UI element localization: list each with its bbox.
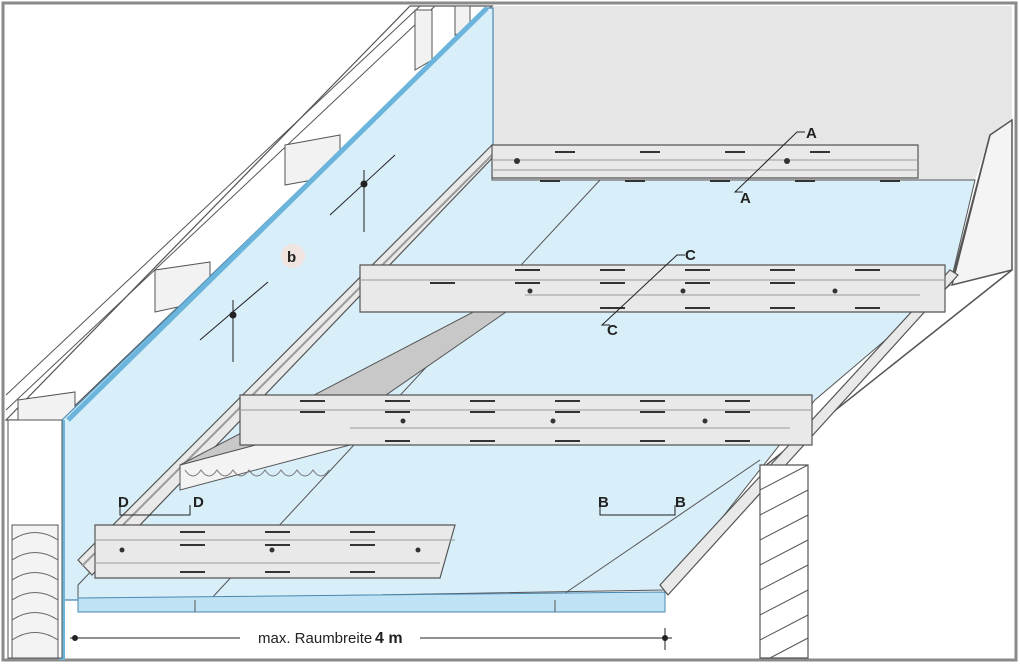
label-c-bottom: C	[607, 322, 618, 339]
wall-insulation	[11, 524, 59, 659]
label-a-bottom: A	[740, 190, 751, 207]
label-d-right: D	[193, 494, 204, 511]
label-wall-b: b	[287, 249, 296, 266]
board-edge	[77, 591, 666, 613]
right-wall-section	[759, 464, 809, 659]
profile-lower	[239, 394, 813, 446]
leader-lines	[119, 131, 805, 516]
dimension-value: 4 m	[375, 630, 403, 647]
upper-ceiling-surface	[492, 6, 1012, 180]
profile-c	[359, 264, 946, 313]
label-b-bubble	[281, 244, 305, 268]
profile-d	[94, 524, 456, 579]
label-a-top: A	[806, 125, 817, 142]
label-b-right: B	[675, 494, 686, 511]
label-c-top: C	[685, 247, 696, 264]
dimension-text: max. Raumbreite	[258, 630, 372, 647]
fastener-point-1	[360, 180, 368, 188]
label-b-left: B	[598, 494, 609, 511]
label-d-left: D	[118, 494, 129, 511]
fastener-point-2	[229, 311, 237, 319]
dimension-line	[70, 628, 672, 650]
profile-a	[491, 144, 919, 182]
